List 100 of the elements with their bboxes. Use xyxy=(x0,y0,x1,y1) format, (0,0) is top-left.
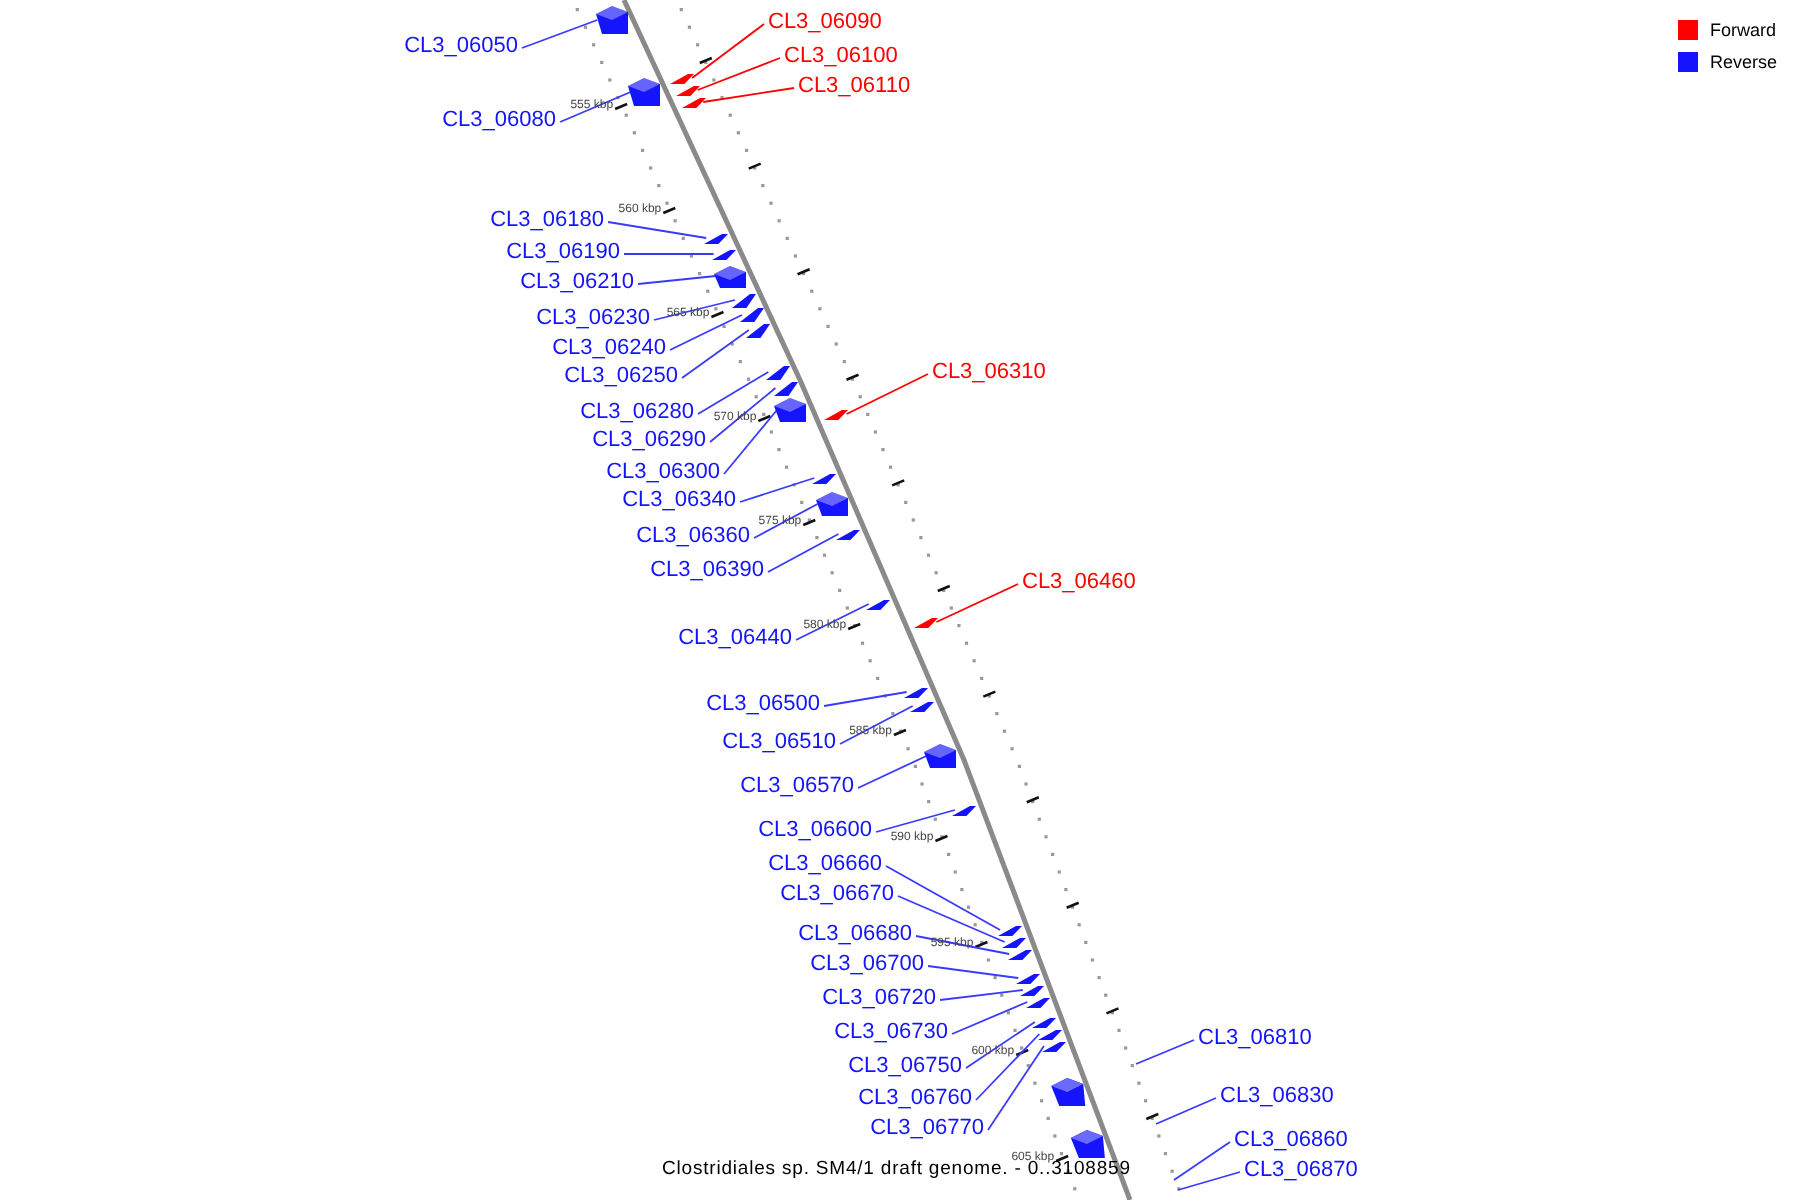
gene-label: CL3_06830 xyxy=(1220,1084,1334,1110)
leader-line xyxy=(875,809,956,833)
gene-arrow-icon xyxy=(910,701,935,711)
gene-label: CL3_06760 xyxy=(858,1086,972,1112)
gene-label: CL3_06190 xyxy=(506,240,620,266)
gene-label: CL3_06310 xyxy=(932,360,1046,386)
leader-line xyxy=(1135,1039,1195,1065)
gene-label: CL3_06720 xyxy=(822,986,936,1012)
leader-line xyxy=(607,221,708,239)
leader-line xyxy=(697,371,770,415)
leader-line xyxy=(885,865,1002,931)
gene-label: CL3_06240 xyxy=(552,336,666,362)
leader-line xyxy=(845,373,929,415)
leader-line xyxy=(975,1033,1041,1101)
leader-line xyxy=(637,275,717,285)
gene-arrow-icon xyxy=(812,473,837,483)
leader-line xyxy=(669,314,743,351)
gene-arrow-icon xyxy=(711,249,736,259)
gene-arrow-icon xyxy=(1032,1017,1057,1027)
gene-arrow-icon xyxy=(1007,949,1032,959)
leader-line xyxy=(1173,1141,1231,1181)
leader-line xyxy=(753,503,819,539)
leader-line xyxy=(702,87,795,103)
gene-label: CL3_06570 xyxy=(740,774,854,800)
gene-label: CL3_06180 xyxy=(490,208,604,234)
gene-label: CL3_06230 xyxy=(536,306,650,332)
gene-arrow-icon xyxy=(1016,973,1041,983)
gene-arrow-icon xyxy=(713,265,746,287)
leader-line xyxy=(935,583,1019,623)
leader-line xyxy=(739,477,816,503)
gene-label: CL3_06860 xyxy=(1234,1128,1348,1154)
gene-arrow-icon xyxy=(739,308,764,322)
gene-arrow-icon xyxy=(998,925,1023,935)
gene-arrow-icon xyxy=(1025,997,1050,1007)
leader-line xyxy=(681,329,750,379)
gene-arrow-icon xyxy=(866,599,891,609)
gene-label: CL3_06810 xyxy=(1198,1026,1312,1052)
caption: Clostridiales sp. SM4/1 draft genome. - 0..3108859 xyxy=(662,1158,1131,1182)
gene-label: CL3_06340 xyxy=(622,488,736,514)
gene-arrow-icon xyxy=(704,233,729,243)
gene-label: CL3_06360 xyxy=(636,524,750,550)
gene-label: CL3_06090 xyxy=(768,10,882,36)
leader-line xyxy=(857,755,928,789)
gene-arrow-icon xyxy=(952,805,977,815)
gene-arrow-icon xyxy=(1041,1041,1066,1051)
gene-arrow-icon xyxy=(824,409,849,419)
gene-label: CL3_06390 xyxy=(650,558,764,584)
gene-arrow-icon xyxy=(1037,1029,1062,1039)
gene-arrow-icon xyxy=(914,617,939,627)
gene-arrow-icon xyxy=(628,78,661,106)
leader-line xyxy=(839,705,914,745)
leader-line xyxy=(897,895,1006,943)
gene-label: CL3_06300 xyxy=(606,460,720,486)
gene-label: CL3_06050 xyxy=(404,34,518,60)
gene-arrow-icon xyxy=(924,744,957,768)
gene-arrow-icon xyxy=(595,6,628,34)
gene-arrow-icon xyxy=(732,293,757,307)
leader-line xyxy=(915,935,1011,955)
leader-line xyxy=(767,533,840,573)
gene-arrow-icon xyxy=(1002,937,1027,947)
leader-line xyxy=(927,965,1020,979)
leader-line xyxy=(965,1021,1036,1069)
gene-label: CL3_06730 xyxy=(834,1020,948,1046)
leader-line xyxy=(723,409,778,475)
gene-label: CL3_06750 xyxy=(848,1054,962,1080)
gene-arrow-icon xyxy=(1020,985,1045,995)
leader-line xyxy=(987,1045,1045,1131)
legend-label: Reverse xyxy=(1710,52,1778,74)
leader-line xyxy=(1155,1097,1217,1125)
leader-line xyxy=(559,91,632,123)
gene-label: CL3_06870 xyxy=(1244,1158,1358,1184)
leader-line xyxy=(795,603,870,641)
gene-arrow-icon xyxy=(904,687,929,697)
gene-arrow-icon xyxy=(675,85,700,95)
gene-label: CL3_06290 xyxy=(592,428,706,454)
gene-label: CL3_06600 xyxy=(758,818,872,844)
gene-arrow-icon xyxy=(681,97,706,107)
gene-label: CL3_06250 xyxy=(564,364,678,390)
gene-label: CL3_06680 xyxy=(798,922,912,948)
legend-label: Forward xyxy=(1710,20,1777,42)
gene-label: CL3_06460 xyxy=(1022,570,1136,596)
leader-line xyxy=(939,989,1024,1001)
gene-arrow-icon xyxy=(766,365,791,379)
gene-arrow-icon xyxy=(773,381,798,395)
gene-arrow-icon xyxy=(746,323,771,337)
gene-label: CL3_06080 xyxy=(442,108,556,134)
leader-line xyxy=(691,23,765,79)
leader-line xyxy=(951,1001,1029,1035)
leader-line xyxy=(823,691,908,707)
leader-line xyxy=(709,387,777,443)
leader-line xyxy=(653,299,736,321)
gene-label: CL3_06510 xyxy=(722,730,836,756)
gene-label: CL3_06770 xyxy=(870,1116,984,1142)
leader-line xyxy=(1177,1171,1241,1191)
gene-arrow-icon xyxy=(815,492,848,516)
gene-label: CL3_06440 xyxy=(678,626,792,652)
gene-label: CL3_06110 xyxy=(798,74,911,100)
gene-label: CL3_06500 xyxy=(706,692,820,718)
gene-label: CL3_06100 xyxy=(784,44,898,70)
gene-label: CL3_06210 xyxy=(520,270,634,296)
